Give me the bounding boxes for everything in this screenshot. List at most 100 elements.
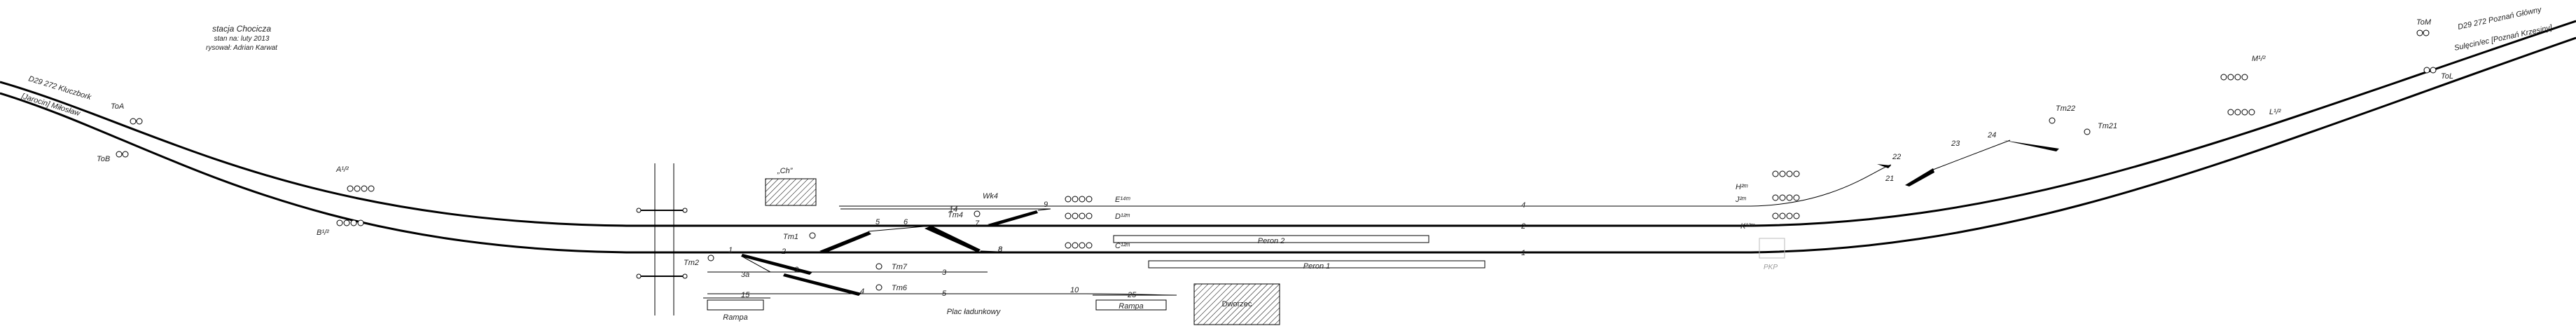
pkp-box [1759, 238, 1785, 259]
signal-c-icon [1065, 242, 1093, 249]
signal-e-label: E¹⁴ᵐ [1115, 196, 1130, 204]
track-number-4: 4 [1521, 201, 1525, 210]
switch-22-wedge [1877, 164, 1891, 168]
signal-a-icon [347, 185, 375, 192]
signal-k-icon [1772, 212, 1800, 219]
switch-number-1: 1 [728, 246, 733, 254]
plac-label: Plac ładunkowy [947, 308, 1002, 316]
track-number-8: 8 [998, 245, 1003, 254]
dworzec [1193, 283, 1280, 325]
switch-number-9: 9 [1044, 201, 1048, 209]
signal-tm6-icon [875, 284, 882, 291]
signal-tom-label: ToM [2416, 18, 2432, 27]
pkp-label: PKP [1764, 264, 1778, 271]
switch-4-wedge [783, 273, 861, 296]
switch-2-wedge [819, 231, 871, 252]
signal-tm4-label: Tm4 [948, 211, 963, 219]
switch-number-2: 2 [781, 247, 786, 256]
signal-e-icon [1065, 196, 1093, 203]
rampa-right [1095, 299, 1167, 311]
signal-symbols [116, 29, 2437, 291]
signal-tob-label: ToB [97, 155, 110, 163]
barrier-lower-left-post [636, 273, 642, 279]
switch-number-21: 21 [1885, 175, 1894, 183]
signal-d-icon [1065, 212, 1093, 219]
signal-ch-label: „Ch” [777, 167, 794, 175]
signal-tm22-label: Tm22 [2056, 104, 2075, 113]
switch-number-4: 4 [860, 287, 864, 296]
signal-tm7-label: Tm7 [892, 263, 908, 271]
switch-number-5: 5 [875, 218, 880, 226]
peron-1-label: Peron 1 [1303, 262, 1331, 271]
facilities [707, 178, 1785, 325]
switch-6-wedge [925, 226, 981, 252]
signal-box-ch [765, 178, 817, 206]
peron-2-label: Peron 2 [1258, 237, 1285, 245]
header-date: stan na: luty 2013 [214, 35, 270, 43]
barrier-upper-left-post [636, 208, 642, 213]
track-number-2: 2 [1521, 222, 1525, 231]
signal-m-icon [2220, 74, 2248, 81]
link-3a [742, 256, 771, 273]
signal-tob-icon [116, 151, 129, 158]
switch-number-6: 6 [903, 218, 908, 226]
signal-c-label: C¹²ᵐ [1115, 242, 1130, 250]
signal-tm1-icon [809, 232, 816, 239]
signal-a-label: A¹/² [335, 165, 349, 174]
track-number-3a: 3a [741, 271, 749, 279]
switch-24-wedge [2003, 140, 2059, 151]
signal-tm2-label: Tm2 [684, 259, 699, 267]
switch-number-22: 22 [1892, 153, 1901, 161]
track-number-5: 5 [942, 290, 947, 298]
signal-labels: ToA ToB A¹/² B¹/² „Ch” Wk4 Tm4 Tm1 Tm2 T… [97, 18, 2453, 292]
signal-h-icon [1772, 170, 1800, 177]
track-numbers: 1 2 3 3a 4 5 8 14 15 2 5 [741, 201, 1525, 299]
barrier-lower-right-post [682, 273, 688, 279]
line-labels: D29 272 Kluczbork [Jarocin] Miłosław D29… [20, 6, 2554, 118]
switch-7-wedge [988, 210, 1038, 226]
link-8 [980, 250, 1016, 253]
track-number-3: 3 [942, 269, 947, 277]
signal-toa-label: ToA [111, 102, 124, 111]
track-1-main [0, 36, 2576, 254]
signal-tm7-icon [875, 263, 882, 270]
signal-d-label: D¹²ᵐ [1115, 212, 1130, 221]
signal-tm2-icon [707, 254, 714, 262]
signal-k-label: K¹²ᵐ [1740, 222, 1755, 231]
header-author: rysował: Adrian Karwat [206, 44, 278, 52]
switch-number-23: 23 [1951, 140, 1960, 148]
dworzec-label: Dworzec [1222, 300, 1252, 308]
header-station: stacja Chocicza [212, 24, 271, 34]
switch-number-3: 3 [794, 266, 799, 274]
track-number-14: 14 [949, 205, 957, 214]
rampa-right-label: Rampa [1119, 302, 1143, 311]
switch-number-24: 24 [1987, 131, 1996, 140]
signal-tm21-icon [2084, 128, 2091, 135]
track-2-main [0, 20, 2576, 227]
link-5 [868, 225, 932, 232]
signal-l-icon [2227, 109, 2255, 116]
signal-tm22-icon [2049, 117, 2056, 124]
signal-l-label: L¹/² [2269, 108, 2281, 116]
signal-tm6-label: Tm6 [892, 284, 908, 292]
switch-number-7: 7 [975, 219, 980, 228]
signal-wk4-label: Wk4 [983, 192, 998, 201]
signal-tol-icon [2423, 67, 2437, 74]
signal-j-icon [1772, 194, 1800, 201]
place-labels: Peron 2 Peron 1 Rampa Rampa Plac ładunko… [723, 237, 1330, 322]
signal-h-label: H²ᵐ [1736, 183, 1748, 191]
signal-m-label: M¹/² [2252, 55, 2266, 63]
link-9 [1037, 208, 1051, 211]
signal-tm1-label: Tm1 [783, 233, 798, 241]
signal-tm4-icon [974, 210, 981, 217]
switch-numbers: 1 2 3 4 5 6 7 8 9 10 21 22 23 24 [728, 131, 1996, 296]
switch-links [742, 140, 2011, 273]
barrier-upper-right-post [682, 208, 688, 213]
signal-tm21-label: Tm21 [2098, 122, 2117, 130]
track-number-1: 1 [1521, 249, 1525, 257]
switch-wedges [741, 140, 2059, 296]
switch-number-10: 10 [1070, 286, 1079, 294]
switch-number-8: 8 [998, 245, 1003, 254]
track-number-15: 15 [741, 291, 750, 299]
switch-21-wedge [1905, 168, 1934, 186]
